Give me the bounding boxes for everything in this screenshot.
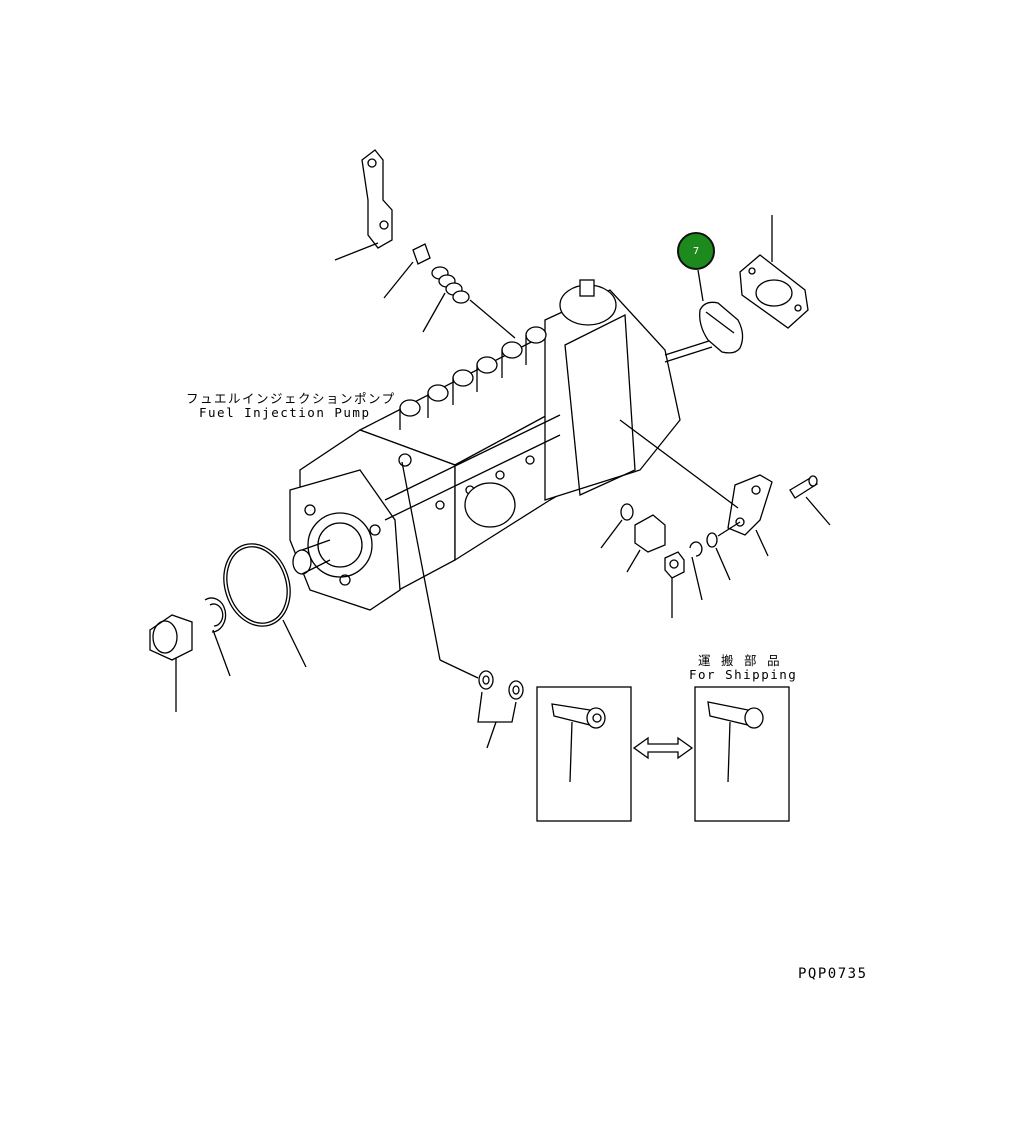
lock-washer-large: [204, 597, 231, 677]
spring: [422, 266, 516, 339]
callout-badge[interactable]: 7: [677, 232, 715, 270]
nut-small: [664, 551, 685, 618]
pump-label-jp: フュエルインジェクションポンプ: [186, 391, 396, 406]
shipping-label-jp: 運 搬 部 品: [698, 653, 782, 668]
sleeve-nut: [626, 514, 666, 573]
stud-bolt: [789, 475, 831, 526]
rh-bracket: [619, 419, 773, 557]
bolt-box-right: [694, 686, 790, 822]
pump-label-en: Fuel Injection Pump: [199, 405, 371, 420]
bolt-box-left: [536, 686, 632, 822]
drawing-code: PQP0735: [798, 966, 868, 982]
fuel-injection-pump-body: [289, 279, 713, 611]
lock-washer: [689, 541, 703, 601]
o-ring: [223, 543, 307, 668]
collar: [383, 243, 431, 299]
top-bracket: [334, 149, 393, 261]
gasket: [697, 269, 744, 354]
hex-nut-large: [149, 614, 193, 712]
washer-right: [706, 521, 741, 581]
shipping-label-en: For Shipping: [689, 667, 798, 682]
double-arrow-icon: [632, 736, 694, 760]
washer-mid: [600, 503, 634, 549]
cover-plate: [739, 215, 809, 329]
callout-number: 7: [692, 245, 700, 257]
bottom-washers: [401, 461, 524, 749]
